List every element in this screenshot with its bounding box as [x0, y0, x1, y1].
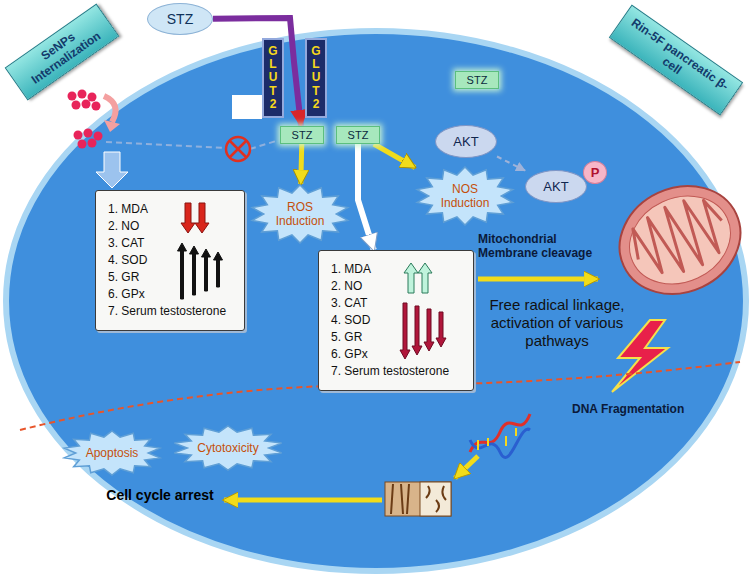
change-arrow: [424, 309, 434, 351]
burst-shape: Apoptosis: [62, 430, 162, 476]
uptake-arrow-head: [104, 120, 120, 132]
mitochondrion: [602, 167, 753, 314]
burst-outline: [252, 185, 348, 243]
block-arrow: [96, 152, 128, 188]
connector-arrow: [358, 144, 374, 250]
node-text: 4. SOD: [108, 252, 232, 269]
change-arrow: [436, 312, 446, 347]
burst-shape: Cytotoxicity: [172, 425, 284, 471]
inhibition-line: [250, 141, 276, 149]
transporter-box: GLUT2: [262, 38, 284, 118]
nucleus-boundary: [20, 362, 740, 430]
protein-ellipse: AKT: [525, 170, 587, 203]
burst-outline: [174, 426, 281, 470]
burst-shape: NOS Induction: [415, 166, 515, 226]
change-arrow: [195, 203, 209, 233]
title-banner: SeNPs Internalization: [5, 3, 120, 100]
node-text: Rin-5F pancreatic β-cell: [618, 14, 734, 107]
node-text: 1. MDA: [331, 261, 461, 278]
connector-arrow: [497, 157, 525, 171]
node-text: ROS Induction: [265, 200, 335, 228]
annotation: Free radical linkage, activation of vari…: [484, 296, 630, 350]
node-text: GLUT2: [310, 45, 322, 111]
node-text: STZ: [456, 74, 498, 86]
node-text: Apoptosis: [77, 446, 147, 460]
burst-shape: ROS Induction: [250, 184, 350, 244]
phosphate-circle: P: [583, 161, 607, 184]
change-arrow: [202, 249, 211, 291]
process-arrow: [478, 277, 598, 282]
node-text: 2. NO: [331, 278, 461, 295]
node-text: 5. GR: [331, 329, 461, 346]
change-arrow: [181, 203, 195, 233]
burst-outline: [417, 167, 513, 225]
change-arrow: [400, 303, 410, 359]
node-text: SeNPs Internalization: [14, 12, 110, 91]
blank-box: [232, 95, 262, 119]
dna-fragments: [385, 482, 451, 516]
node-text: 2. NO: [108, 218, 232, 235]
cell-banner: Rin-5F pancreatic β-cell: [609, 5, 743, 116]
drug-ellipse: STZ: [147, 3, 213, 35]
transporter-box: GLUT2: [305, 38, 327, 118]
change-arrow: [214, 252, 223, 287]
cell-membrane: [6, 31, 746, 571]
node-text: 5. GR: [108, 269, 232, 286]
process-arrow: [224, 498, 382, 503]
change-arrow: [190, 246, 199, 295]
node-text: Cytotoxicity: [193, 441, 263, 455]
drug-box: STZ: [280, 126, 324, 144]
change-arrow: [418, 263, 432, 293]
burst-outline: [64, 431, 160, 475]
protein-ellipse: AKT: [435, 125, 497, 158]
node-text: STZ: [152, 11, 208, 27]
marker-list: 1. MDA2. NO3. CAT4. SOD5. GR6. GPx7. Ser…: [95, 190, 245, 331]
change-arrow: [178, 243, 187, 299]
node-text: 3. CAT: [108, 235, 232, 252]
node-text: STZ: [281, 129, 323, 141]
node-text: 7. Serum testosterone: [331, 363, 461, 380]
uptake-arrow: [104, 96, 116, 122]
drug-box: STZ: [336, 126, 380, 144]
node-text: 4. SOD: [331, 312, 461, 329]
change-arrow: [404, 263, 418, 293]
node-text: AKT: [526, 179, 586, 194]
drug-box: STZ: [455, 71, 499, 89]
node-text: AKT: [436, 134, 496, 149]
connector-arrow: [374, 144, 415, 167]
node-text: 3. CAT: [331, 295, 461, 312]
node-text: GLUT2: [267, 45, 279, 111]
connector-arrow: [213, 18, 301, 126]
node-text: 1. MDA: [108, 201, 232, 218]
node-text: P: [584, 165, 606, 180]
annotation: Cell cycle arrest: [105, 487, 215, 504]
process-arrow: [455, 456, 478, 478]
annotation: Mitochondrial Membrane cleavage: [478, 232, 602, 261]
marker-list: 1. MDA2. NO3. CAT4. SOD5. GR6. GPx7. Ser…: [318, 250, 474, 391]
inhibition-symbol: [226, 137, 250, 161]
inhibition-line: [106, 142, 226, 148]
dna-helix: [470, 414, 530, 457]
node-text: 6. GPx: [331, 346, 461, 363]
node-text: NOS Induction: [430, 182, 500, 210]
nanoparticles: [68, 90, 103, 149]
node-text: 6. GPx: [108, 286, 232, 303]
annotation: DNA Fragmentation: [572, 402, 702, 416]
connector-arrow: [301, 144, 302, 184]
change-arrow: [412, 306, 422, 355]
node-text: 7. Serum testosterone: [108, 303, 232, 320]
node-text: STZ: [337, 129, 379, 141]
